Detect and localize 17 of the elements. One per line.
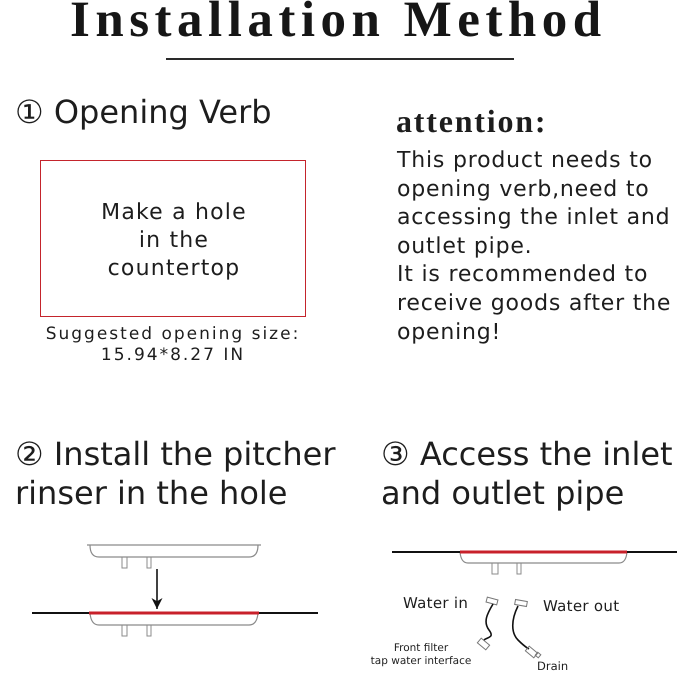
pipe-label: Drain: [537, 660, 568, 673]
note-text: This product needs to opening verb,need to accessing the inlet and outlet pipe.: [397, 147, 672, 261]
title: Installation Method: [70, 0, 607, 46]
size-note: Suggested opening size: 15.94*8.27 IN: [44, 324, 302, 366]
pipe-label: Water out: [543, 597, 620, 615]
pipe-label: Front filter tap water interface: [370, 642, 472, 668]
instruction-text: Make a hole in the countertop: [100, 199, 248, 283]
note-text: It is recommended to receive goods after the opening!: [397, 261, 672, 347]
rinser-tray-drawing: [30, 609, 320, 639]
step-heading: ③ Access the inlet and outlet pipe: [381, 435, 674, 513]
pipe-label: Water in: [403, 594, 468, 612]
step-heading: ① Opening Verb: [15, 93, 273, 132]
instruction-box: [40, 160, 306, 317]
step-heading: ② Install the pitcher rinser in the hole: [15, 435, 337, 513]
rinser-tray-drawing: [86, 543, 262, 569]
warning-heading: attention:: [396, 105, 548, 137]
arrow: [152, 569, 162, 609]
